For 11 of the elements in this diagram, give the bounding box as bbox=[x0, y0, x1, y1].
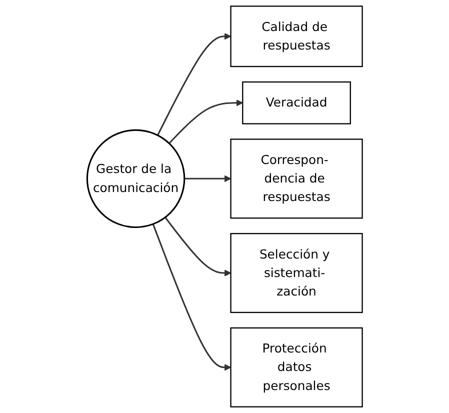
arrow bbox=[156, 32, 231, 136]
node-box: Calidad de respuestas bbox=[230, 6, 363, 68]
arrow bbox=[168, 99, 243, 144]
node-box: Correspon- dencia de respuestas bbox=[230, 138, 363, 219]
node-box: Selección y sistemati- zación bbox=[230, 232, 363, 314]
arrow bbox=[164, 216, 231, 276]
node-circle: Gestor de la comunicación bbox=[86, 129, 185, 228]
node-box: Veracidad bbox=[242, 81, 351, 124]
arrow bbox=[152, 224, 231, 371]
arrow bbox=[184, 175, 231, 182]
node-box: Protección datos personales bbox=[230, 327, 363, 408]
